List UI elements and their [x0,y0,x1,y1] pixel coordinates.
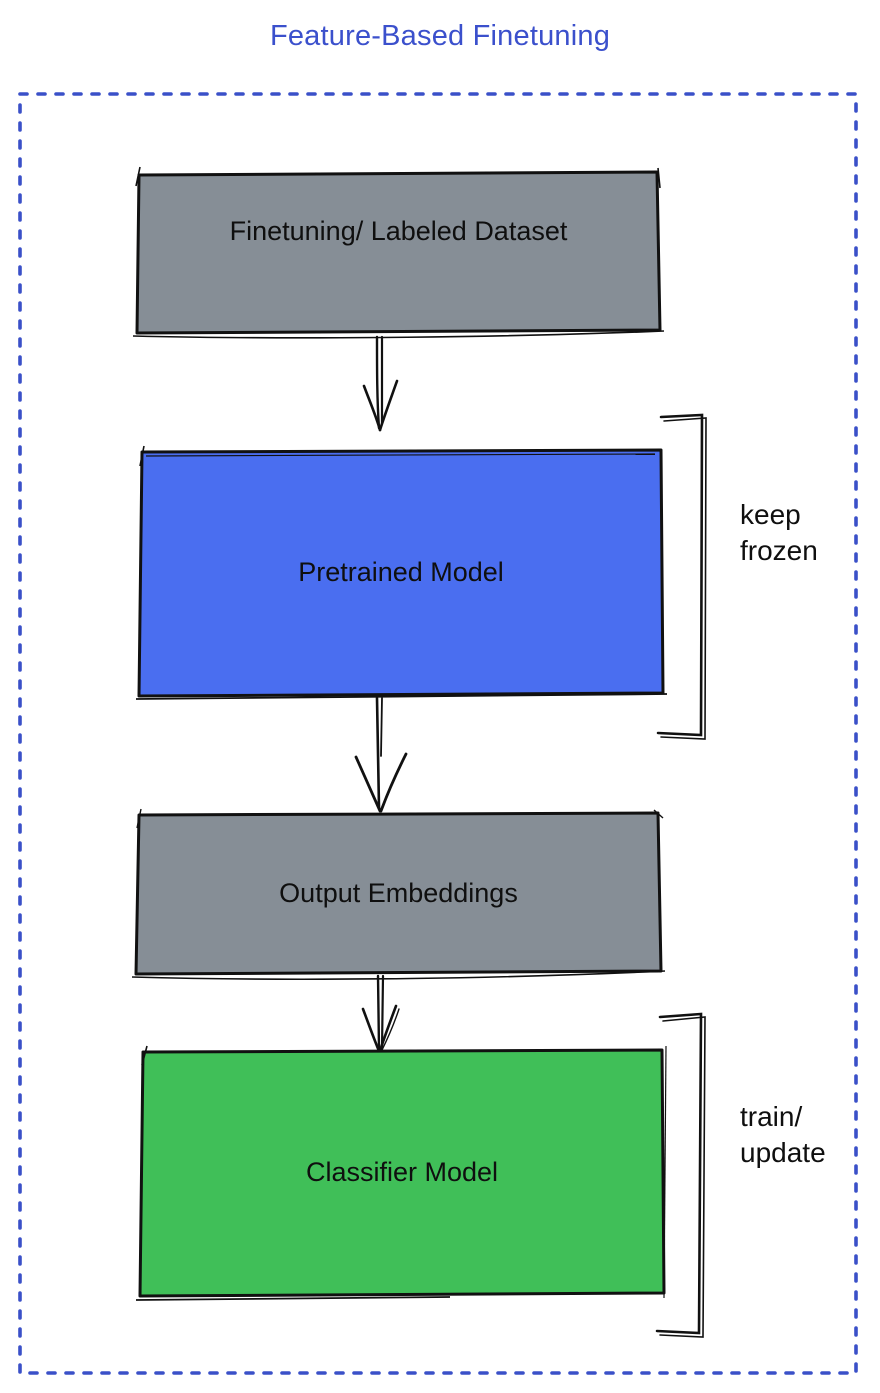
arrow-pretrained-to-embeddings [354,696,408,813]
embeddings-box [131,808,666,981]
bracket-keep-frozen [656,413,707,740]
arrow-embeddings-to-classifier [361,974,400,1053]
bracket-train-update [655,1012,706,1338]
arrow-dataset-to-pretrained [362,335,399,432]
dataset-box [132,166,665,339]
dashed-boundary [18,92,858,1375]
classifier-box [135,1045,667,1301]
pretrained-box [135,445,668,700]
diagram-title: Feature-Based Finetuning [269,20,611,52]
